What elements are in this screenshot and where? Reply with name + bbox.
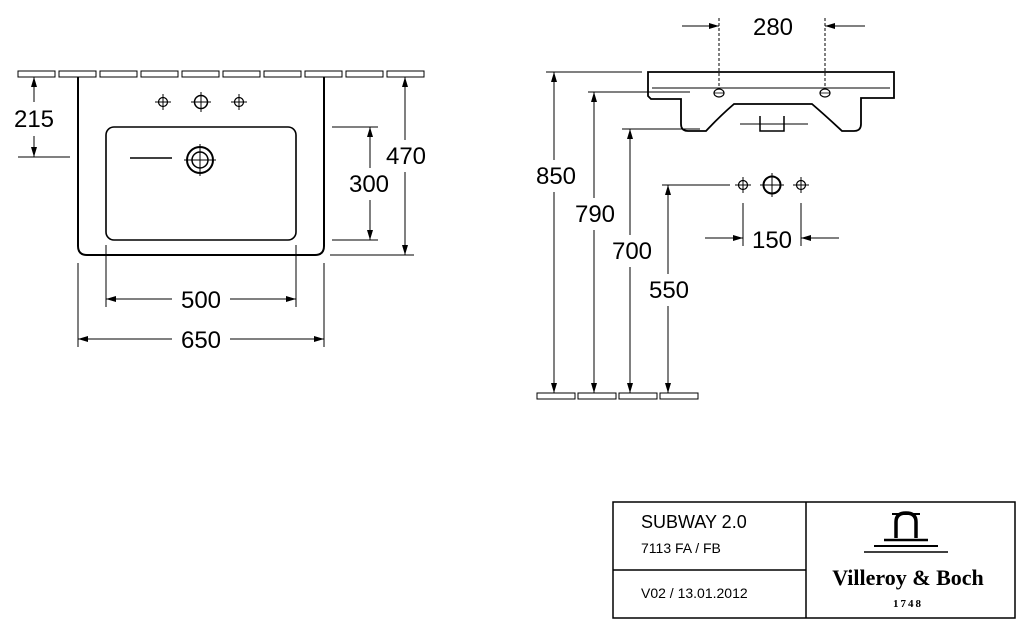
drain-icon [184,144,216,176]
fixing-left-icon [713,88,725,98]
tap-hole-left-icon [155,94,171,110]
tap-hole-right-icon [231,94,247,110]
dimension-850: 850 [530,71,642,393]
product-code: 7113 FA / FB [641,540,721,556]
dimension-215: 215 [8,77,70,158]
supply-right-icon [793,177,809,193]
basin-side-profile [647,71,895,132]
dim-790-label: 790 [575,201,615,228]
dim-280-label: 280 [753,14,793,41]
dim-650-label: 650 [181,327,221,354]
dimension-470: 470 [330,77,430,256]
dim-850-label: 850 [536,163,576,190]
basin-bowl [105,126,297,241]
side-view: 280 850 790 700 [530,14,895,400]
dimension-650: 650 [77,263,325,354]
fixing-right-icon [819,88,831,98]
dimension-300: 300 [332,126,396,241]
dimension-280: 280 [682,14,865,86]
title-block: SUBWAY 2.0 7113 FA / FB V02 / 13.01.2012… [612,501,1016,619]
dim-500-label: 500 [181,287,221,314]
dimension-500: 500 [105,245,297,315]
dim-300-label: 300 [349,171,389,198]
dim-700-label: 700 [612,238,652,265]
drain-connection-icon [760,173,784,197]
dim-150-label: 150 [752,227,792,254]
tap-hole-center-icon [191,92,211,112]
dimension-550: 550 [644,184,730,393]
floor-strip [536,392,699,400]
supply-left-icon [735,177,751,193]
dim-215-label: 215 [14,106,54,133]
dim-550-label: 550 [649,277,689,304]
basin-outline [77,77,325,256]
dim-470-label: 470 [386,143,426,170]
brand-year: 1748 [893,598,923,610]
wall-strip [17,70,425,78]
brand-logo: Villeroy & Boch 1748 [832,511,984,610]
version-date: V02 / 13.01.2012 [641,585,748,601]
brand-name: Villeroy & Boch [832,565,984,590]
front-view: 215 470 300 500 [8,70,430,354]
dimension-790: 790 [570,91,690,393]
dimension-700: 700 [606,128,700,393]
product-name: SUBWAY 2.0 [641,512,747,532]
dimension-150: 150 [705,203,839,254]
